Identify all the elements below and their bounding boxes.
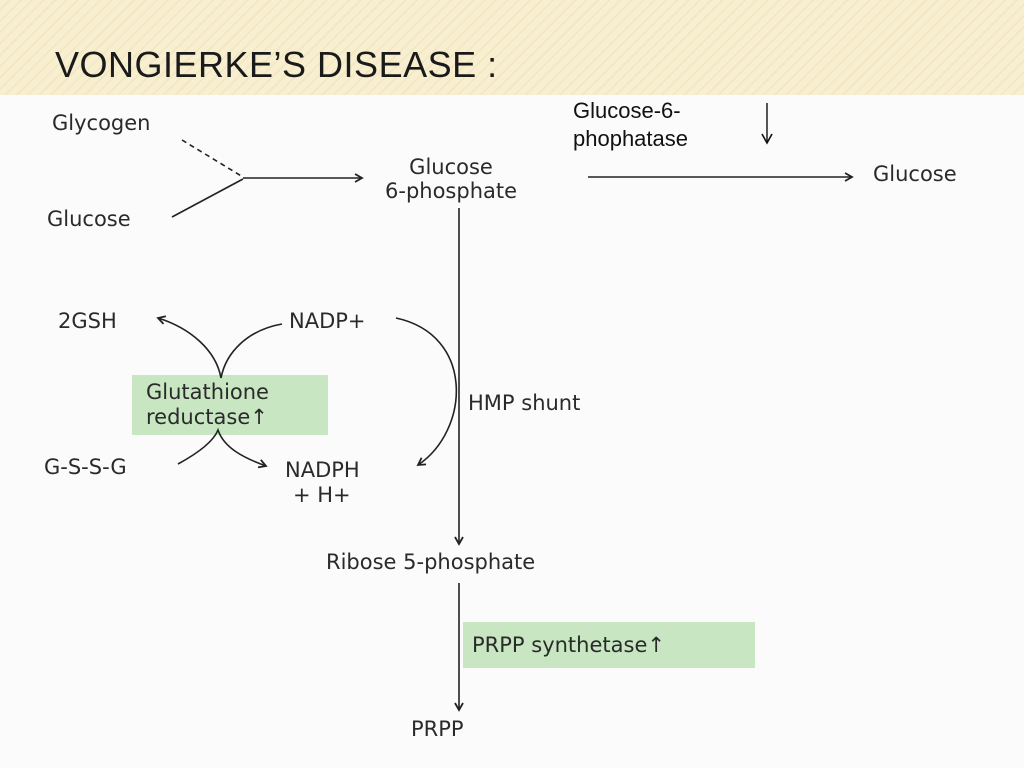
glucose-output-label: Glucose (873, 162, 957, 186)
nadp-to-nadph-arc (395, 317, 457, 467)
prpp-synthetase-label: PRPP synthetase↑ (472, 633, 665, 657)
slide-title: VONGIERKE’S DISEASE : (55, 44, 498, 85)
nadp-to-gsh-arc (156, 315, 283, 379)
ribose-5-phosphate-label: Ribose 5-phosphate (326, 550, 536, 574)
g6p-line-1: Glucose (409, 155, 493, 179)
nadp-label: NADP+ (289, 309, 366, 333)
nadph-line-1: NADPH (285, 458, 360, 482)
glutathione-line-1: Glutathione (146, 380, 269, 404)
glutathione-reductase-box (132, 375, 328, 435)
glutathione-line-2: reductase↑ (146, 405, 268, 429)
gssg-label: G-S-S-G (44, 455, 127, 479)
glycogen-label: Glycogen (52, 111, 151, 135)
prpp-synthetase-box (463, 622, 755, 668)
annotation-line-2: phophatase (573, 126, 688, 151)
annotation-line-1: Glucose-6- (573, 98, 681, 123)
gssg-to-nadph-arc (177, 427, 268, 469)
gsh-label: 2GSH (58, 309, 117, 333)
glucose-6-phosphate-label: Glucose 6-phosphate (385, 155, 517, 203)
slide-header (0, 0, 1024, 95)
glutathione-reductase-label: Glutathione reductase↑ (146, 380, 269, 430)
nadph-label: NADPH + H+ (285, 458, 360, 508)
g6p-line-2: 6-phosphate (385, 179, 518, 203)
glucose-6-phosphatase-annotation: Glucose-6- phophatase (573, 97, 688, 153)
nadph-line-2: + H+ (293, 483, 351, 507)
hmp-shunt-label: HMP shunt (468, 391, 581, 415)
prpp-label: PRPP (411, 717, 464, 741)
glycogen-to-g6p-connector (171, 139, 364, 218)
glucose-input-label: Glucose (47, 207, 131, 231)
